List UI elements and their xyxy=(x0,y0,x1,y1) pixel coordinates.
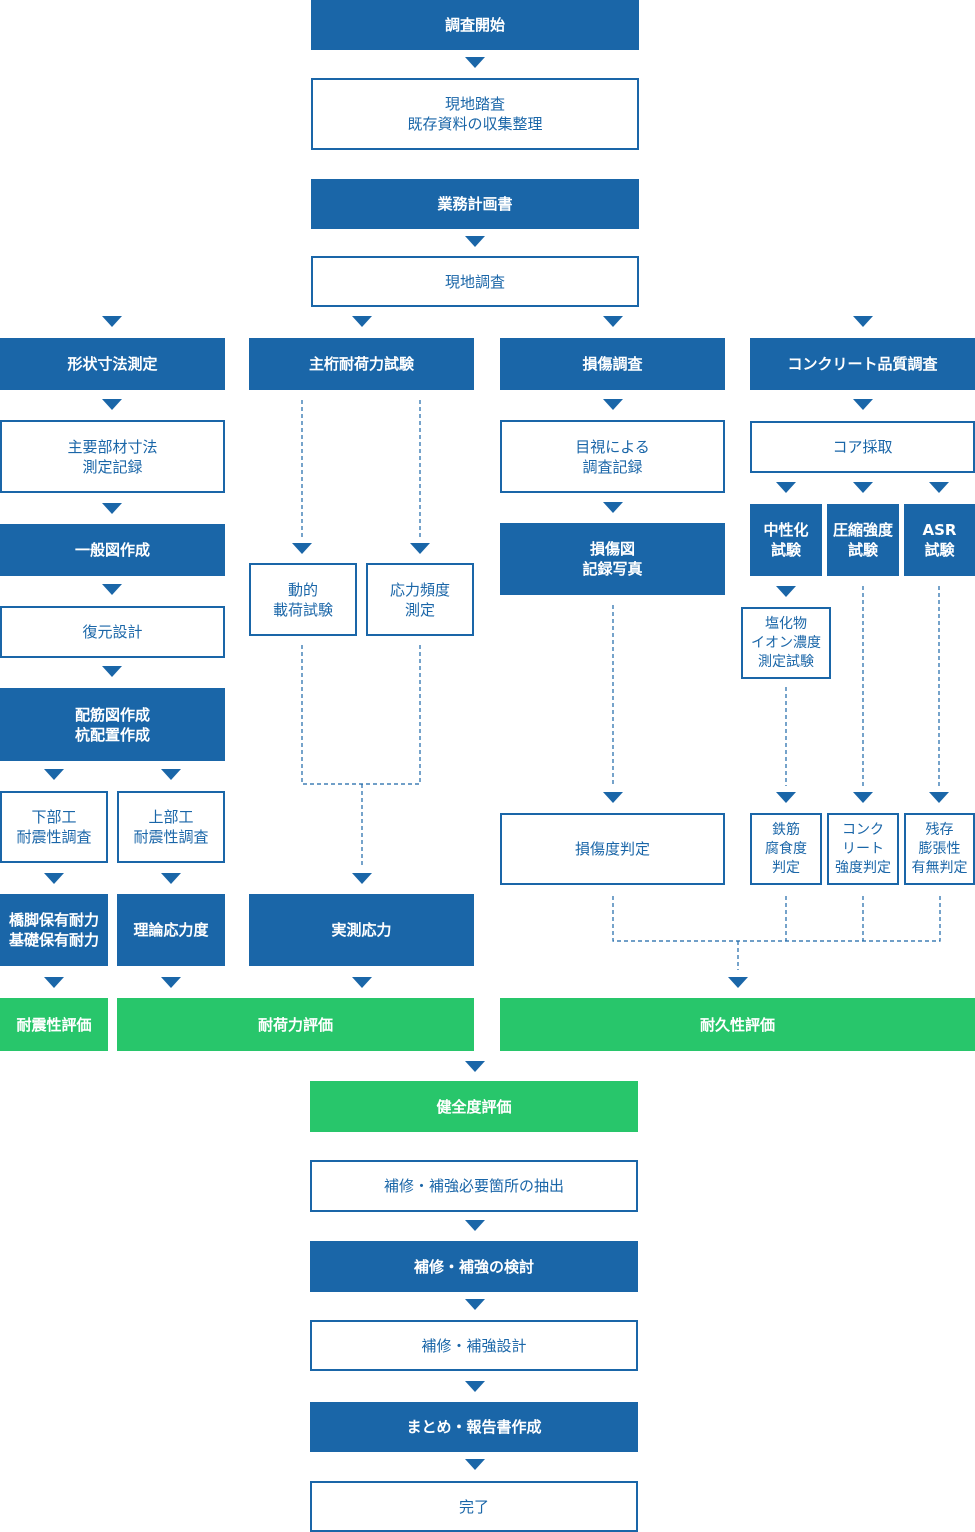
node-field-survey: 現地調査 xyxy=(311,256,639,307)
node-neutralization-test: 中性化 試験 xyxy=(750,504,822,576)
arrow-head xyxy=(102,584,122,595)
node-durability-evaluation: 耐久性評価 xyxy=(500,998,975,1051)
arrow-head xyxy=(603,399,623,410)
arrow-head xyxy=(465,1220,485,1231)
node-concrete-quality: コンクリート品質調査 xyxy=(750,338,975,390)
node-site-survey: 現地踏査 既存資料の収集整理 xyxy=(311,78,639,150)
arrow-head xyxy=(161,977,181,988)
arrow-head xyxy=(929,792,949,803)
node-damage-survey: 損傷調査 xyxy=(500,338,725,390)
node-damage-map: 損傷図 記録写真 xyxy=(500,523,725,595)
arrow-head xyxy=(603,792,623,803)
node-rebar-drawing: 配筋図作成 杭配置作成 xyxy=(0,688,225,761)
node-general-drawing: 一般図作成 xyxy=(0,524,225,576)
dashed-connector xyxy=(301,645,421,785)
node-complete: 完了 xyxy=(310,1481,638,1532)
node-start: 調査開始 xyxy=(311,0,639,50)
node-load-capacity-evaluation: 耐荷力評価 xyxy=(117,998,474,1051)
arrow-head xyxy=(465,236,485,247)
node-stress-frequency: 応力頻度 測定 xyxy=(366,563,474,636)
arrow-head xyxy=(102,503,122,514)
arrow-head xyxy=(102,666,122,677)
node-residual-expansion: 残存 膨張性 有無判定 xyxy=(904,813,975,885)
node-pier-capacity: 橋脚保有耐力 基礎保有耐力 xyxy=(0,894,108,966)
arrow-head xyxy=(161,769,181,780)
arrow-head xyxy=(465,1459,485,1470)
arrow-head xyxy=(853,316,873,327)
node-visual-record: 目視による 調査記録 xyxy=(500,420,725,493)
arrow-head xyxy=(853,792,873,803)
arrow-head xyxy=(102,399,122,410)
arrow-head xyxy=(465,57,485,68)
node-extract-repair-locations: 補修・補強必要箇所の抽出 xyxy=(310,1160,638,1212)
node-restoration-design: 復元設計 xyxy=(0,606,225,658)
arrow-head xyxy=(603,316,623,327)
node-rebar-corrosion: 鉄筋 腐食度 判定 xyxy=(750,813,822,885)
arrow-head xyxy=(853,399,873,410)
node-concrete-strength: コンク リート 強度判定 xyxy=(827,813,899,885)
arrow-head xyxy=(853,482,873,493)
node-report: まとめ・報告書作成 xyxy=(310,1402,638,1452)
node-shape-measurement: 形状寸法測定 xyxy=(0,338,225,390)
node-girder-load-test: 主桁耐荷力試験 xyxy=(249,338,474,390)
node-dynamic-load-test: 動的 載荷試験 xyxy=(249,563,357,636)
arrow-head xyxy=(161,873,181,884)
arrow-head xyxy=(44,769,64,780)
node-work-plan: 業務計画書 xyxy=(311,179,639,229)
arrow-head xyxy=(44,873,64,884)
node-core-sampling: コア採取 xyxy=(750,421,975,473)
arrow-head xyxy=(292,543,312,554)
arrow-head xyxy=(352,873,372,884)
arrow-head xyxy=(44,977,64,988)
arrow-head xyxy=(465,1299,485,1310)
node-measured-stress: 実測応力 xyxy=(249,894,474,966)
arrow-head xyxy=(776,482,796,493)
node-upper-seismic: 上部工 耐震性調査 xyxy=(117,791,225,863)
arrow-head xyxy=(352,977,372,988)
dashed-connector xyxy=(612,896,941,942)
arrow-head xyxy=(603,502,623,513)
node-seismic-evaluation: 耐震性評価 xyxy=(0,998,108,1051)
arrow-head xyxy=(352,316,372,327)
arrow-head xyxy=(465,1061,485,1072)
node-damage-judgement: 損傷度判定 xyxy=(500,813,725,885)
node-soundness-evaluation: 健全度評価 xyxy=(310,1081,638,1132)
arrow-head xyxy=(929,482,949,493)
node-lower-seismic: 下部工 耐震性調査 xyxy=(0,791,108,863)
node-repair-design: 補修・補強設計 xyxy=(310,1320,638,1371)
node-theoretical-stress: 理論応力度 xyxy=(117,894,225,966)
node-repair-review: 補修・補強の検討 xyxy=(310,1241,638,1292)
node-chloride-test: 塩化物 イオン濃度 測定試験 xyxy=(741,607,831,679)
arrow-head xyxy=(102,316,122,327)
arrow-head xyxy=(410,543,430,554)
arrow-head xyxy=(728,977,748,988)
arrow-head xyxy=(776,792,796,803)
node-compression-test: 圧縮強度 試験 xyxy=(827,504,899,576)
arrow-head xyxy=(465,1381,485,1392)
node-asr-test: ASR 試験 xyxy=(904,504,975,576)
node-main-dimensions: 主要部材寸法 測定記録 xyxy=(0,420,225,493)
arrow-head xyxy=(776,586,796,597)
